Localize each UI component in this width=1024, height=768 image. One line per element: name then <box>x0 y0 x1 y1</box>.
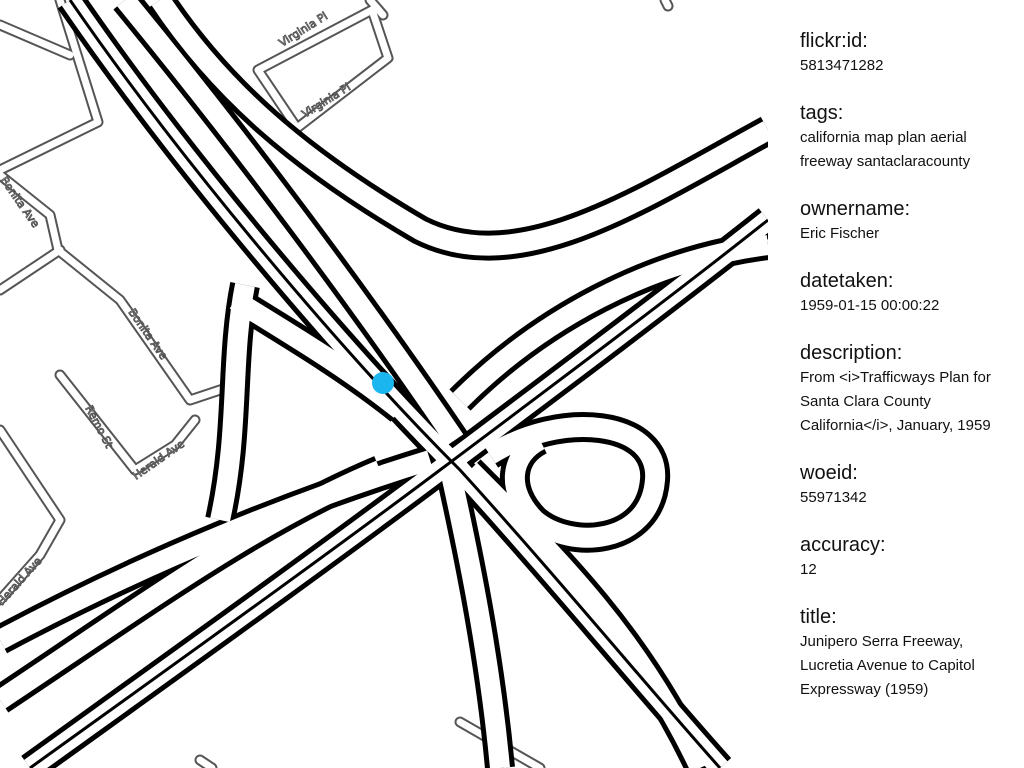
metadata-value: 5813471282 <box>800 57 884 74</box>
metadata-field: ownername: Eric Fischer <box>800 196 1024 246</box>
metadata-value: Eric Fischer <box>800 225 880 242</box>
street-label: Virginia Pl <box>300 81 353 121</box>
street-label: Herald Ave <box>0 555 45 608</box>
street-label: Remo St <box>82 403 115 450</box>
metadata-key: title: <box>800 606 837 628</box>
street-label: Herald Ave <box>130 437 187 482</box>
metadata-field: title: Junipero Serra Freeway, Lucretia Av… <box>800 604 1024 702</box>
metadata-value: california map plan aerial <box>800 129 967 146</box>
metadata-key: accuracy: <box>800 534 886 556</box>
metadata-key: description: <box>800 342 903 364</box>
metadata-value: From <i>Trafficways Plan for <box>800 369 991 386</box>
metadata-panel: flickr:id: 5813471282 tags: california map … <box>800 28 1024 724</box>
metadata-value: Lucretia Avenue to Capitol <box>800 657 975 674</box>
metadata-value: Junipero Serra Freeway, <box>800 633 964 650</box>
street-label: Bonita Ave <box>126 306 171 362</box>
location-marker[interactable] <box>372 372 394 394</box>
metadata-value: California</i>, January, 1959 <box>800 417 991 434</box>
local-streets <box>0 0 674 768</box>
metadata-key: ownername: <box>800 198 911 220</box>
metadata-key: tags: <box>800 102 844 124</box>
metadata-value: 12 <box>800 561 817 578</box>
map-view[interactable]: Virginia Pl Virginia Pl Bonita Ave Bonit… <box>0 0 768 768</box>
metadata-key: datetaken: <box>800 270 894 292</box>
metadata-key: woeid: <box>800 462 858 484</box>
metadata-value: Expressway (1959) <box>800 681 929 698</box>
map-canvas[interactable]: Virginia Pl Virginia Pl Bonita Ave Bonit… <box>0 0 768 768</box>
metadata-value: Santa Clara County <box>800 393 931 410</box>
metadata-value: 1959-01-15 00:00:22 <box>800 297 940 314</box>
metadata-field: woeid: 55971342 <box>800 460 1024 510</box>
metadata-field: accuracy: 12 <box>800 532 1024 582</box>
metadata-value: 55971342 <box>800 489 867 506</box>
metadata-field: flickr:id: 5813471282 <box>800 28 1024 78</box>
metadata-key: flickr:id: <box>800 30 868 52</box>
metadata-field: tags: california map plan aerial freeway s… <box>800 100 1024 174</box>
metadata-field: description: From <i>Trafficways Plan for… <box>800 340 1024 438</box>
metadata-value: freeway santaclaracounty <box>800 153 971 170</box>
metadata-field: datetaken: 1959-01-15 00:00:22 <box>800 268 1024 318</box>
freeway-interchange <box>0 0 768 768</box>
